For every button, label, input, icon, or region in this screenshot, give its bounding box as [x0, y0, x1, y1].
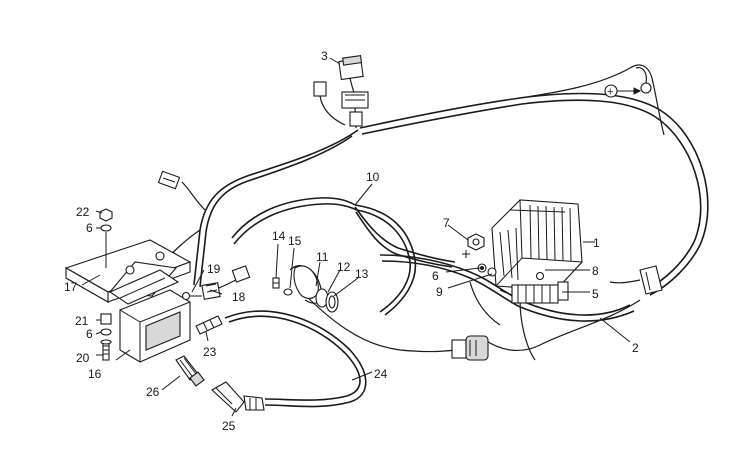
- callout-26: 26: [146, 385, 160, 399]
- regulator-fasteners: [462, 233, 545, 281]
- callout-6-regulator: 6: [432, 269, 439, 283]
- callout-24: 24: [374, 367, 388, 381]
- left-connector: [157, 170, 181, 190]
- ignition-coil: [108, 269, 191, 363]
- plug-cap-25: [211, 381, 265, 413]
- voltage-regulator: [491, 199, 583, 291]
- relay: [338, 55, 369, 129]
- callout-5: 5: [592, 287, 599, 301]
- callout-16: 16: [88, 367, 102, 381]
- bolt-19: [181, 291, 202, 301]
- plug-cap-23: [195, 315, 223, 335]
- callout-6-lower: 6: [86, 327, 93, 341]
- callout-9: 9: [436, 285, 443, 299]
- leader-lines: [81, 57, 631, 417]
- callout-3: 3: [321, 49, 328, 63]
- sensor-18: [201, 265, 251, 300]
- callout-15: 15: [288, 234, 302, 248]
- washer-15: [283, 288, 293, 296]
- callout-13: 13: [355, 267, 369, 281]
- ground-symbol-label: +: [607, 86, 613, 98]
- callout-25: 25: [222, 419, 236, 433]
- callout-18: 18: [232, 290, 246, 304]
- callout-11: 11: [316, 250, 329, 264]
- callout-7: 7: [443, 216, 450, 230]
- callout-12: 12: [337, 260, 351, 274]
- callout-20: 20: [76, 351, 90, 365]
- screw-14: [272, 277, 280, 289]
- pickup-sensor: [289, 265, 339, 313]
- callout-2: 2: [632, 341, 639, 355]
- relay-connector: [313, 81, 346, 126]
- ground-terminal: [604, 67, 652, 98]
- callout-1: 1: [593, 236, 600, 250]
- terminal-block: [511, 281, 569, 304]
- callout-21: 21: [75, 314, 89, 328]
- callout-22: 22: [76, 205, 90, 219]
- callout-8: 8: [592, 264, 599, 278]
- callout-14: 14: [272, 229, 286, 243]
- main-harness: [159, 64, 709, 408]
- callout-19: 19: [207, 262, 221, 276]
- callout-23: 23: [203, 345, 217, 359]
- bottom-connector: [451, 335, 489, 361]
- callout-labels: 1 2 3 5 6 6 6 7 8 9 10 11 12 13 14 15 16…: [64, 49, 639, 433]
- right-connector: [609, 265, 663, 295]
- callout-6-upper: 6: [86, 221, 93, 235]
- spark-plug: [175, 355, 205, 387]
- callout-10: 10: [366, 170, 380, 184]
- callout-17: 17: [64, 280, 78, 294]
